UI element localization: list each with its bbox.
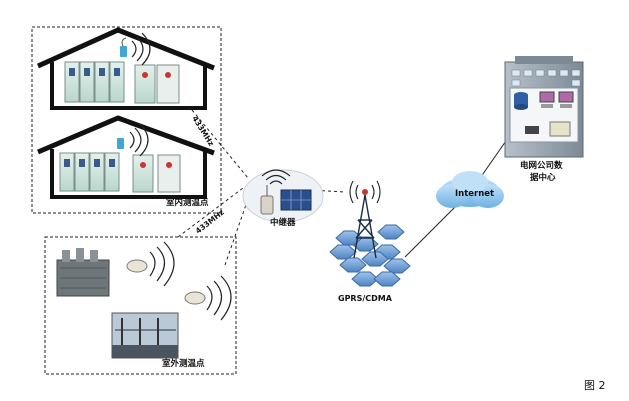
temperature-sensor-icon: [120, 46, 127, 57]
internet-cloud: [436, 171, 504, 208]
indoor-house-1: [36, 27, 215, 110]
internet-label: Internet: [455, 189, 494, 199]
transformer-image: [56, 248, 110, 297]
outdoor-sensor-icon: [184, 291, 206, 305]
gprs-tower: [329, 180, 411, 287]
repeater-label: 中继器: [270, 217, 296, 228]
link-tower-internet: [404, 203, 459, 258]
temperature-sensor-icon: [117, 138, 124, 149]
signal-waves-icon: [129, 123, 149, 157]
outdoor-points-label: 室外测温点: [162, 358, 205, 369]
switchgear-cabinets-1: [64, 61, 180, 104]
signal-waves-icon: [349, 180, 381, 204]
repeater-device: [242, 169, 324, 223]
figure-number: 图 2: [584, 379, 606, 392]
network-label: GPRS/CDMA: [338, 294, 393, 303]
frequency-label-top: 433MHz: [190, 114, 216, 147]
signal-waves-icon: [149, 241, 232, 321]
indoor-points-label: 室内测温点: [166, 197, 209, 208]
substation-photo: [111, 312, 179, 359]
outdoor-sensor-icon: [126, 259, 148, 273]
outdoor-region-box: [44, 236, 237, 375]
signal-waves-icon: [131, 32, 151, 66]
signal-waves-icon: [261, 169, 291, 185]
data-center-building: [504, 56, 584, 158]
indoor-region-box: [31, 26, 222, 214]
switchgear-cabinets-2: [59, 152, 181, 193]
data-center-label-line1: 电网公司数: [520, 160, 563, 171]
indoor-house-2: [37, 115, 215, 199]
wireless-links: [177, 109, 346, 266]
data-center-label-line2: 据中心: [530, 172, 556, 183]
